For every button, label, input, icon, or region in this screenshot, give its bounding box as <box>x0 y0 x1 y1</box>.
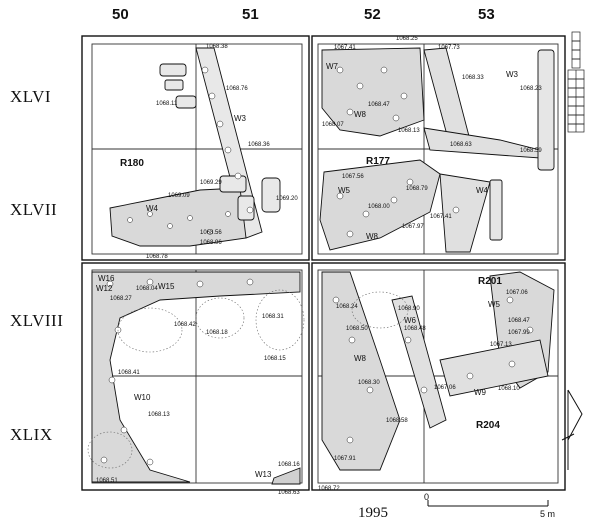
elevation-reading: 1068.42 <box>174 322 196 328</box>
block-lower-right <box>311 262 566 491</box>
room-label-r201: R201 <box>478 276 502 287</box>
block-lower-left <box>81 262 310 491</box>
elevation-reading: 1069.20 <box>276 196 298 202</box>
col-label-53: 53 <box>478 6 495 23</box>
elevation-reading: 1068.00 <box>368 204 390 210</box>
scale-start-label: 0 <box>424 492 430 502</box>
elevation-reading: 1068.11 <box>156 101 178 107</box>
elevation-reading: 1068.76 <box>226 86 248 92</box>
elevation-reading: 1068.47 <box>508 318 530 324</box>
elevation-reading: 1068.31 <box>262 314 284 320</box>
wall-label-w8-mid: W8 <box>366 232 378 241</box>
block-upper-right <box>311 35 566 261</box>
elevation-reading: 1068.36 <box>248 142 270 148</box>
wall-label-w3: W3 <box>234 114 246 123</box>
row-label-xlix: XLIX <box>10 425 53 444</box>
north-arrow-icon <box>561 389 583 470</box>
elevation-reading: 1068.59 <box>520 148 542 154</box>
elevation-reading: 1068.51 <box>96 478 118 484</box>
wall-w8 <box>321 271 401 471</box>
elevation-reading: 1068.79 <box>406 186 428 192</box>
elevation-reading: 1067.06 <box>434 385 456 391</box>
wall-label-w7: W7 <box>326 62 338 71</box>
wall-label-w4-e: W4 <box>476 186 488 195</box>
elevation-reading: 1068.56 <box>200 230 222 236</box>
elevation-reading: 1068.10 <box>498 386 520 392</box>
elevation-reading: 1067.06 <box>506 290 528 296</box>
col-label-50: 50 <box>112 6 129 23</box>
elevation-reading: 1068.90 <box>398 306 420 312</box>
elevation-reading: 1067.56 <box>342 174 364 180</box>
wall-label-w16: W16 <box>98 274 115 283</box>
elevation-reading: 1068.13 <box>148 412 170 418</box>
wall-label-w15: W15 <box>158 282 175 291</box>
col-label-52: 52 <box>364 6 381 23</box>
elevation-reading: 1068.25 <box>396 36 418 42</box>
room-label-r204: R204 <box>476 420 500 431</box>
room-label-r177: R177 <box>366 156 390 167</box>
wall-label-w8: W8 <box>354 110 366 119</box>
elevation-reading: 1067.73 <box>438 45 460 51</box>
elevation-reading: 1068.58 <box>386 418 408 424</box>
elevation-reading: 1068.24 <box>336 304 358 310</box>
wall-label-w4: W4 <box>146 204 158 213</box>
wall-label-w10: W10 <box>134 393 151 402</box>
elevation-reading: 1068.13 <box>398 128 420 134</box>
scale-end-label: 5 m <box>540 509 556 519</box>
elevation-reading: 1068.48 <box>404 326 426 332</box>
elevation-reading: 1068.47 <box>368 102 390 108</box>
elevation-reading: 1068.38 <box>206 44 228 50</box>
row-label-xlviii: XLVIII <box>10 311 64 330</box>
wall-label-w3-ne: W3 <box>506 70 518 79</box>
elevation-reading: 1068.16 <box>278 462 300 468</box>
elevation-reading: 1068.07 <box>322 122 344 128</box>
wall-w10 <box>91 271 301 483</box>
elevation-reading: 1069.29 <box>200 180 222 186</box>
wall-label-w12: W12 <box>96 284 113 293</box>
elevation-reading: 1067.97 <box>402 224 424 230</box>
elevation-reading: 1068.50 <box>346 326 368 332</box>
wall-w13 <box>271 467 301 485</box>
wall-label-w5: W5 <box>338 186 350 195</box>
col-label-51: 51 <box>242 6 259 23</box>
block-upper-left <box>81 35 310 261</box>
elevation-reading: 1068.27 <box>110 296 132 302</box>
elevation-reading: 1068.78 <box>146 254 168 260</box>
elevation-reading: 1069.09 <box>168 193 190 199</box>
elevation-reading: 1068.23 <box>520 86 542 92</box>
elevation-reading: 1067.99 <box>508 330 530 336</box>
elevation-reading: 1068.30 <box>358 380 380 386</box>
elevation-reading: 1068.18 <box>206 330 228 336</box>
wall-w6 <box>391 295 447 429</box>
wall-w4b <box>439 173 491 253</box>
elevation-reading: 1068.72 <box>318 486 340 492</box>
elevation-reading: 1068.15 <box>264 356 286 362</box>
elevation-reading: 1068.41 <box>118 370 140 376</box>
elevation-reading: 1067.13 <box>490 342 512 348</box>
elevation-reading: 1068.33 <box>462 75 484 81</box>
elevation-reading: 1067.41 <box>334 45 356 51</box>
wall-label-w8-s: W8 <box>354 354 366 363</box>
wall-label-w5-se: W5 <box>488 300 500 309</box>
elevation-reading: 1067.41 <box>430 214 452 220</box>
row-label-xlvii: XLVII <box>10 200 58 219</box>
elevation-reading: 1067.91 <box>334 456 356 462</box>
wall-label-w6: W6 <box>404 316 416 325</box>
elevation-reading: 1068.04 <box>136 286 158 292</box>
scale-bar <box>427 500 549 507</box>
elevation-reading: 1068.96 <box>200 240 222 246</box>
wall-w9 <box>439 339 549 397</box>
elevation-reading: 1068.63 <box>450 142 472 148</box>
elevation-reading: 1068.63 <box>278 490 300 496</box>
wall-label-w13: W13 <box>255 470 272 479</box>
legend-bar <box>567 31 585 133</box>
wall-label-w9: W9 <box>474 388 486 397</box>
room-label-r180: R180 <box>120 158 144 169</box>
row-label-xlvi: XLVI <box>10 87 52 106</box>
figure-year: 1995 <box>358 505 388 521</box>
